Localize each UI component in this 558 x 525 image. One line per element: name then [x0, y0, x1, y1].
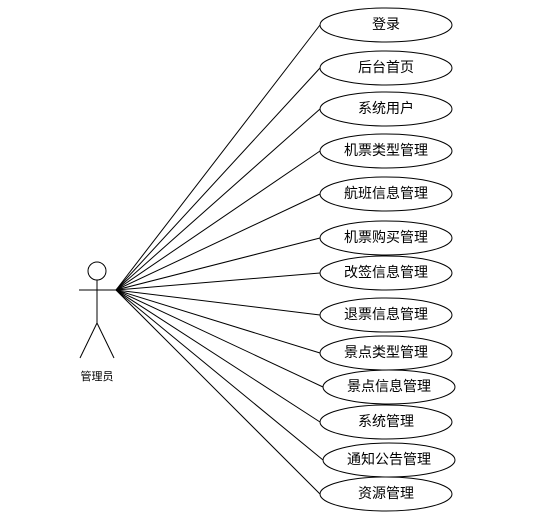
use-case-label: 系统用户 [358, 100, 414, 117]
use-case-ellipse [319, 50, 453, 86]
use-case[interactable]: 机票类型管理 [319, 133, 453, 169]
use-case[interactable]: 景点类型管理 [319, 335, 453, 371]
association-line [115, 67, 321, 291]
association-line [115, 150, 321, 291]
association-line [115, 108, 321, 291]
use-case[interactable]: 登录 [319, 7, 453, 43]
actor-right-leg [96, 322, 115, 359]
use-case[interactable]: 景点信息管理 [322, 369, 456, 405]
association-line [115, 289, 321, 495]
use-case-ellipse [319, 220, 453, 256]
use-case-label: 机票类型管理 [344, 143, 428, 159]
use-case-ellipse [319, 255, 453, 291]
association-line [115, 289, 324, 461]
use-case-label: 机票购买管理 [344, 230, 428, 246]
use-case[interactable]: 系统管理 [319, 404, 453, 440]
association-line [115, 272, 321, 291]
use-case[interactable]: 通知公告管理 [322, 442, 456, 478]
use-case-list: 登录后台首页系统用户机票类型管理航班信息管理机票购买管理改签信息管理退票信息管理… [319, 7, 456, 512]
actor-left-leg [79, 322, 98, 359]
association-line [115, 193, 321, 291]
association-lines [115, 24, 324, 495]
use-case-ellipse [319, 176, 453, 212]
actor-label: 管理员 [81, 369, 114, 383]
use-case-ellipse [322, 369, 456, 405]
use-case-label: 景点信息管理 [347, 378, 431, 395]
use-case-label: 改签信息管理 [344, 264, 428, 281]
use-case-ellipse [319, 91, 453, 127]
use-case-ellipse [319, 404, 453, 440]
use-case-label: 登录 [372, 17, 400, 33]
association-line [115, 289, 324, 388]
use-case-ellipse [319, 476, 453, 512]
use-case-label: 航班信息管理 [344, 185, 428, 202]
use-case-label: 后台首页 [358, 60, 414, 76]
association-line [115, 289, 321, 354]
association-line [115, 289, 321, 423]
use-case-label: 资源管理 [358, 486, 414, 502]
use-case[interactable]: 系统用户 [319, 91, 453, 127]
use-case[interactable]: 航班信息管理 [319, 176, 453, 212]
use-case-label: 景点类型管理 [344, 345, 428, 361]
association-line [115, 289, 321, 316]
use-case-label: 系统管理 [358, 414, 414, 430]
use-case-ellipse [319, 297, 453, 333]
association-line [115, 237, 321, 291]
use-case[interactable]: 机票购买管理 [319, 220, 453, 256]
association-line [115, 24, 321, 291]
use-case[interactable]: 资源管理 [319, 476, 453, 512]
use-case-ellipse [319, 133, 453, 169]
actor-head [87, 261, 107, 281]
use-case[interactable]: 改签信息管理 [319, 255, 453, 291]
use-case[interactable]: 退票信息管理 [319, 297, 453, 333]
use-case-label: 退票信息管理 [344, 306, 428, 323]
use-case[interactable]: 后台首页 [319, 50, 453, 86]
use-case-ellipse [319, 7, 453, 43]
actor-admin: 管理员 [79, 261, 116, 383]
use-case-label: 通知公告管理 [347, 451, 431, 468]
